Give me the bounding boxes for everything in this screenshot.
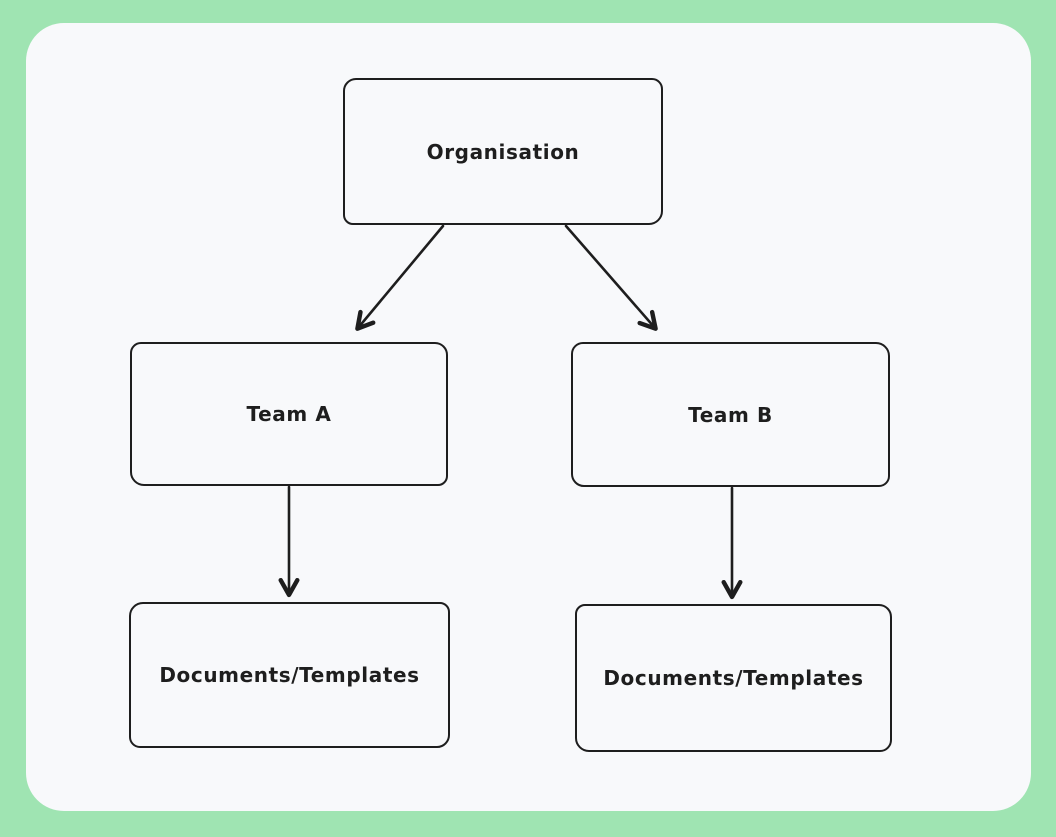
node-team-b[interactable]: Team B — [571, 342, 890, 487]
node-documents-templates-b[interactable]: Documents/Templates — [575, 604, 892, 752]
node-organisation[interactable]: Organisation — [343, 78, 663, 225]
node-team-a[interactable]: Team A — [130, 342, 448, 486]
edges-layer — [278, 224, 743, 600]
node-team-b-label: Team B — [688, 402, 773, 427]
edge-organisation-to-team-a[interactable] — [355, 224, 445, 331]
node-documents-templates-b-label: Documents/Templates — [603, 666, 864, 690]
node-documents-templates-a[interactable]: Documents/Templates — [129, 602, 450, 748]
node-documents-templates-a-label: Documents/Templates — [159, 663, 420, 687]
edge-organisation-to-team-b[interactable] — [564, 224, 658, 331]
node-organisation-label: Organisation — [426, 139, 580, 164]
whiteboard-canvas: Organisation Team A Team B Documents/Tem… — [26, 23, 1031, 811]
node-team-a-label: Team A — [246, 402, 332, 426]
